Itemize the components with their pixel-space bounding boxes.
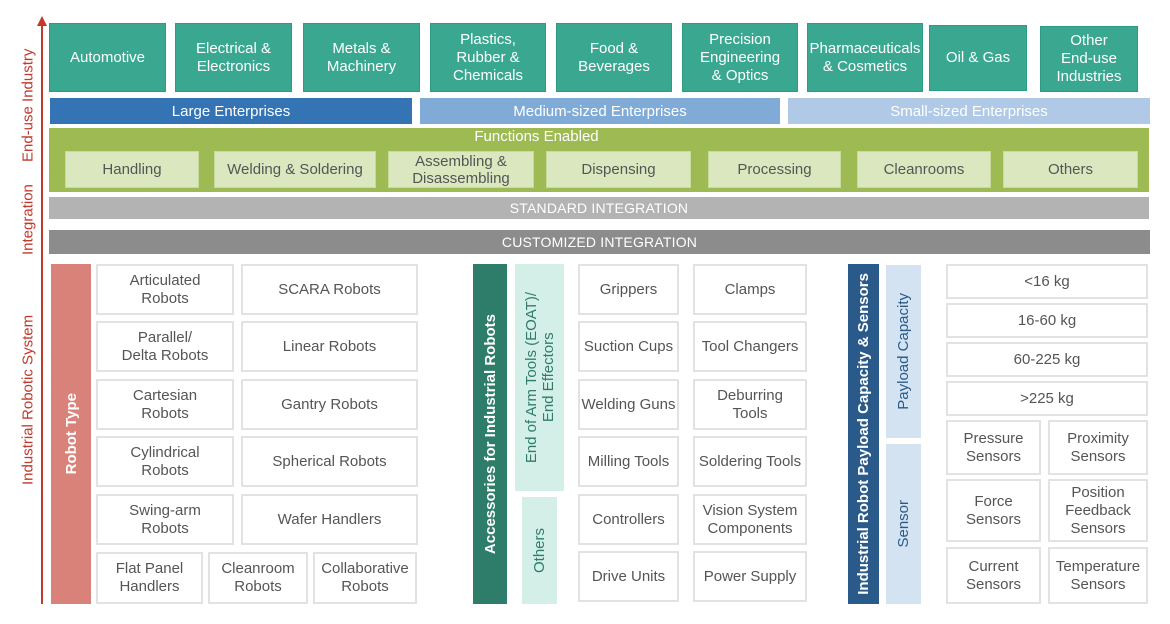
industry-plastics: Plastics, Rubber & Chemicals	[430, 23, 546, 92]
enterprise-large: Large Enterprises	[50, 98, 412, 124]
payload-sensors-header: Industrial Robot Payload Capacity & Sens…	[848, 264, 879, 604]
robot-type-cell: Articulated Robots	[96, 264, 234, 315]
enterprise-small: Small-sized Enterprises	[788, 98, 1150, 124]
axis-label-end-use: End-use Industry	[19, 48, 37, 162]
robot-type-header: Robot Type	[51, 264, 91, 604]
robot-type-title: Robot Type	[62, 393, 80, 475]
accessory-cell: Deburring Tools	[693, 379, 807, 430]
sensor-cell: Force Sensors	[946, 479, 1041, 542]
industry-metals: Metals & Machinery	[303, 23, 420, 92]
robot-type-cell: Parallel/ Delta Robots	[96, 321, 234, 372]
function-cleanrooms: Cleanrooms	[857, 151, 991, 188]
industry-pharma: Pharmaceuticals & Cosmetics	[807, 23, 923, 92]
payload-cell: <16 kg	[946, 264, 1148, 299]
accessory-cell: Controllers	[578, 494, 679, 545]
accessory-cell: Drive Units	[578, 551, 679, 602]
payload-capacity-title: Payload Capacity	[895, 293, 912, 410]
accessory-cell: Milling Tools	[578, 436, 679, 487]
enterprise-medium: Medium-sized Enterprises	[420, 98, 780, 124]
accessory-cell: Vision System Components	[693, 494, 807, 545]
accessory-cell: Welding Guns	[578, 379, 679, 430]
robot-type-cell: Cleanroom Robots	[208, 552, 308, 604]
customized-integration: CUSTOMIZED INTEGRATION	[49, 230, 1150, 254]
accessory-cell: Power Supply	[693, 551, 807, 602]
accessory-cell: Soldering Tools	[693, 436, 807, 487]
robot-type-cell: SCARA Robots	[241, 264, 418, 315]
accessories-others-title: Others	[531, 527, 548, 573]
payload-sensors-title: Industrial Robot Payload Capacity & Sens…	[855, 273, 872, 595]
industry-food: Food & Beverages	[556, 23, 672, 92]
robot-type-cell: Linear Robots	[241, 321, 418, 372]
sensor-cell: Pressure Sensors	[946, 420, 1041, 475]
axis-label-integration: Integration	[19, 184, 37, 256]
accessory-cell: Tool Changers	[693, 321, 807, 372]
robot-type-cell: Collaborative Robots	[313, 552, 417, 604]
robot-type-cell: Swing-arm Robots	[96, 494, 234, 545]
accessory-cell: Clamps	[693, 264, 807, 315]
functions-title: Functions Enabled	[474, 128, 599, 145]
sensor-cell: Position Feedback Sensors	[1048, 479, 1148, 542]
sensor-cell: Temperature Sensors	[1048, 547, 1148, 604]
accessories-header: Accessories for Industrial Robots	[473, 264, 507, 604]
sensor-header: Sensor	[886, 444, 921, 604]
industry-automotive: Automotive	[49, 23, 166, 92]
sensor-cell: Current Sensors	[946, 547, 1041, 604]
accessory-cell: Grippers	[578, 264, 679, 315]
industry-electrical: Electrical & Electronics	[175, 23, 292, 92]
axis-label-robotic-system: Industrial Robotic System	[19, 314, 37, 486]
robot-type-cell: Wafer Handlers	[241, 494, 418, 545]
function-others: Others	[1003, 151, 1138, 188]
payload-cell: >225 kg	[946, 381, 1148, 416]
sensor-cell: Proximity Sensors	[1048, 420, 1148, 475]
accessories-others-header: Others	[522, 497, 557, 604]
function-dispensing: Dispensing	[546, 151, 691, 188]
vertical-axis	[41, 20, 43, 604]
axis-arrow-icon	[37, 16, 47, 26]
industry-other: Other End-use Industries	[1040, 26, 1138, 92]
payload-capacity-header: Payload Capacity	[886, 265, 921, 438]
industry-oil-gas: Oil & Gas	[929, 25, 1027, 91]
sensor-title: Sensor	[895, 500, 912, 548]
eoat-header: End of Arm Tools (EOAT)/ End Effectors	[515, 264, 564, 491]
robot-type-cell: Flat Panel Handlers	[96, 552, 203, 604]
accessories-title: Accessories for Industrial Robots	[481, 313, 499, 555]
function-handling: Handling	[65, 151, 199, 188]
function-processing: Processing	[708, 151, 841, 188]
robot-type-cell: Gantry Robots	[241, 379, 418, 430]
accessory-cell: Suction Cups	[578, 321, 679, 372]
function-assembling: Assembling & Disassembling	[388, 151, 534, 188]
payload-cell: 16-60 kg	[946, 303, 1148, 338]
payload-cell: 60-225 kg	[946, 342, 1148, 377]
robot-type-cell: Spherical Robots	[241, 436, 418, 487]
industry-precision: Precision Engineering & Optics	[682, 23, 798, 92]
function-welding: Welding & Soldering	[214, 151, 376, 188]
robot-type-cell: Cartesian Robots	[96, 379, 234, 430]
robot-type-cell: Cylindrical Robots	[96, 436, 234, 487]
eoat-title: End of Arm Tools (EOAT)/ End Effectors	[522, 291, 557, 464]
standard-integration: STANDARD INTEGRATION	[49, 197, 1149, 219]
